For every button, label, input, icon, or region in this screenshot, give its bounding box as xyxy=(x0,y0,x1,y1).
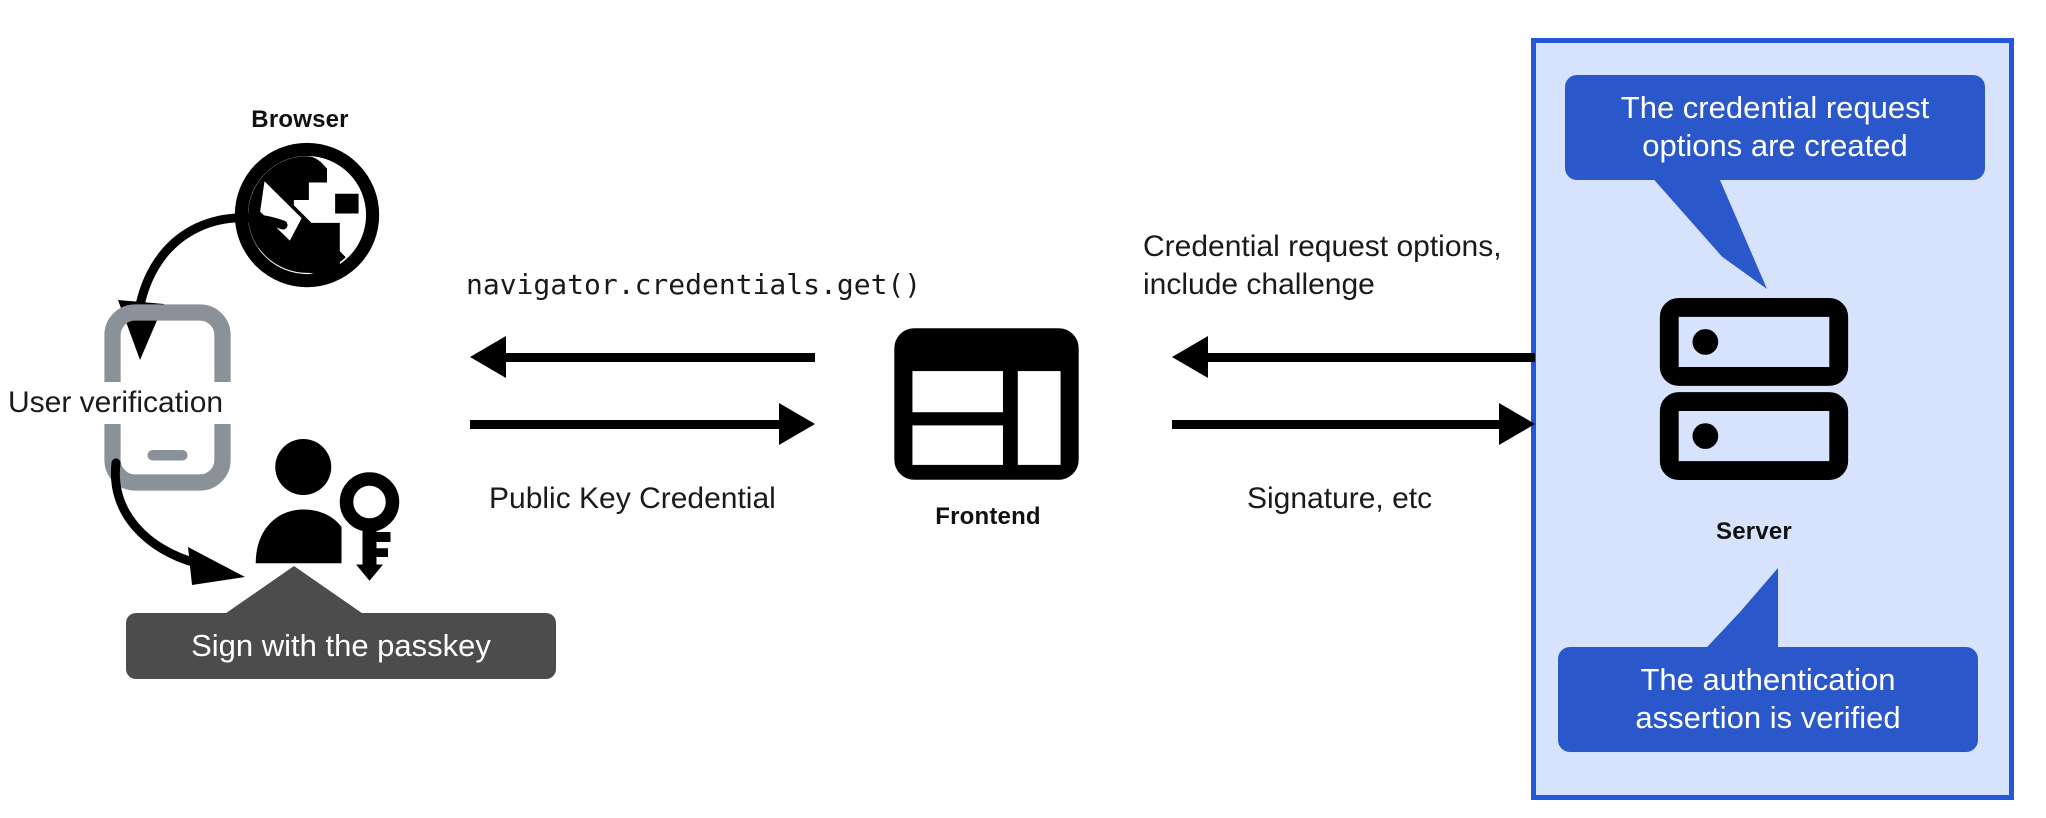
callout-credential-request-options: The credential request options are creat… xyxy=(1565,75,1985,180)
navigator-credentials-get-label: navigator.credentials.get() xyxy=(466,268,922,301)
browser-label: Browser xyxy=(251,106,349,133)
arrow-shaft xyxy=(504,353,815,362)
arrowhead-right xyxy=(1499,403,1535,445)
arrowhead-left xyxy=(1172,336,1208,378)
signature-etc-label: Signature, etc xyxy=(1247,482,1433,515)
arrow-shaft xyxy=(1206,353,1535,362)
server-rack-icon xyxy=(1659,298,1849,480)
arrow-browser-to-frontend xyxy=(470,403,815,445)
frontend-label: Frontend xyxy=(935,503,1041,530)
arrow-phone-to-user xyxy=(100,455,280,600)
callout-authentication-assertion: The authentication assertion is verified xyxy=(1558,647,1978,752)
arrow-frontend-to-server xyxy=(1172,403,1535,445)
passkey-tooltip: Sign with the passkey xyxy=(126,613,556,679)
web-layout-icon xyxy=(890,325,1083,483)
arrowhead-right xyxy=(779,403,815,445)
arrow-frontend-to-browser xyxy=(470,336,815,378)
public-key-credential-label: Public Key Credential xyxy=(489,482,776,515)
user-verification-label: User verification xyxy=(8,382,248,425)
arrow-server-to-frontend xyxy=(1172,336,1535,378)
person-with-key-icon xyxy=(252,432,417,582)
server-label: Server xyxy=(1716,518,1792,545)
arrowhead-left xyxy=(470,336,506,378)
arrow-shaft xyxy=(1172,420,1501,429)
credential-request-options-label: Credential request options, include chal… xyxy=(1143,230,1502,302)
arrow-shaft xyxy=(470,420,781,429)
